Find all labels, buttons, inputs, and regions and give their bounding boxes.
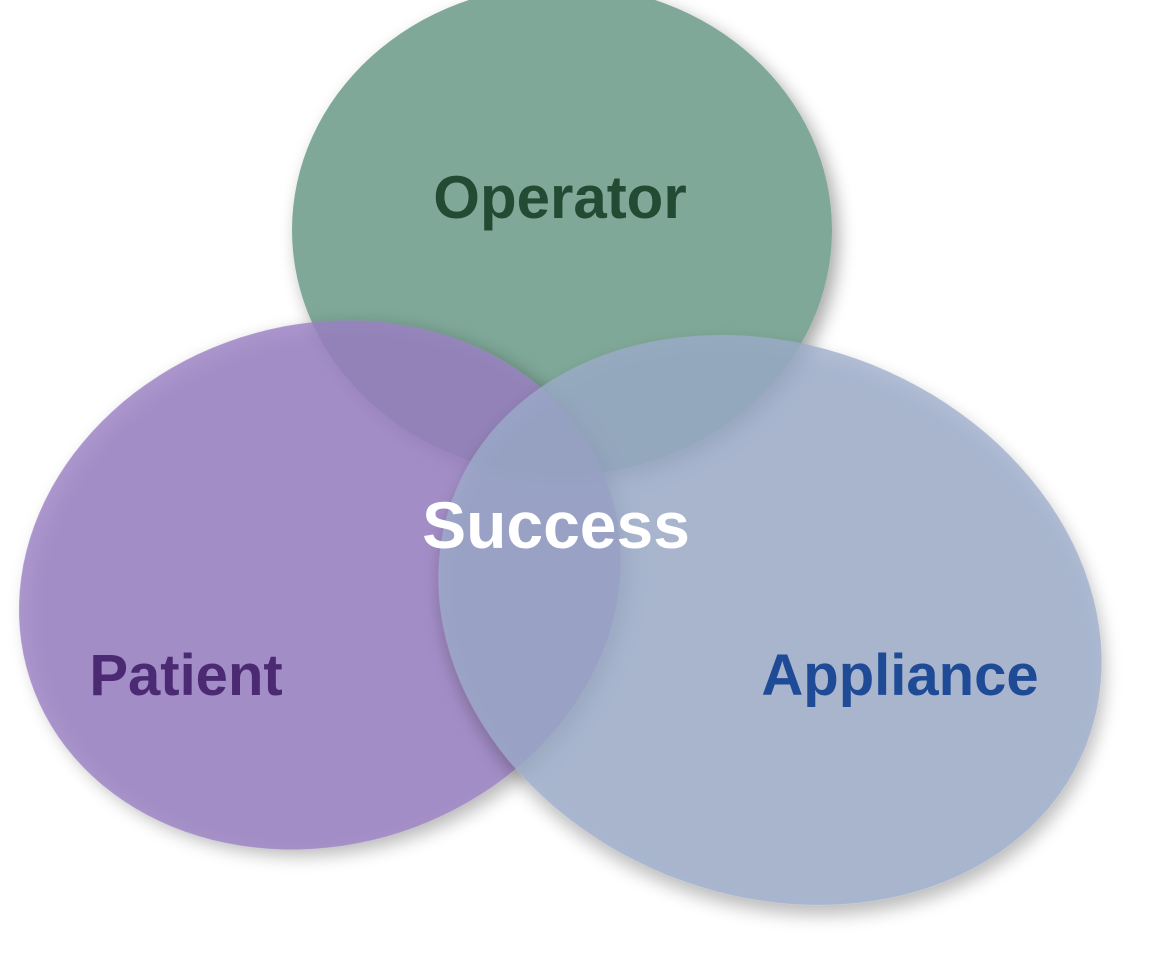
appliance-label: Appliance bbox=[761, 643, 1038, 708]
patient-ellipse bbox=[19, 320, 621, 850]
success-label: Success bbox=[422, 488, 690, 562]
operator-label: Operator bbox=[433, 164, 686, 231]
patient-label: Patient bbox=[89, 643, 282, 708]
appliance-ellipse bbox=[438, 334, 1102, 906]
